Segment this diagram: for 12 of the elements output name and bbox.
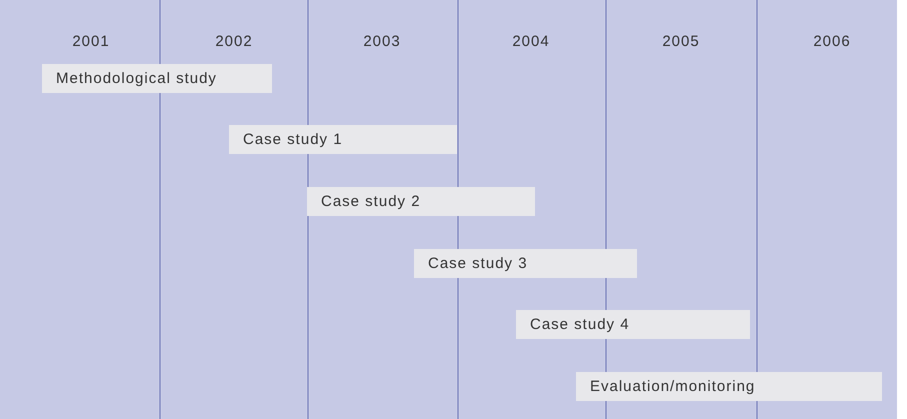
year-label: 2003 xyxy=(362,33,402,50)
year-label: 2006 xyxy=(812,33,852,50)
timeline-bar: Evaluation/monitoring xyxy=(576,372,882,401)
timeline-bar: Case study 4 xyxy=(516,310,750,339)
timeline-bar: Case study 3 xyxy=(414,249,637,278)
timeline-bar: Methodological study xyxy=(42,64,272,93)
timeline-bar: Case study 2 xyxy=(307,187,535,216)
year-label: 2004 xyxy=(511,33,551,50)
year-label: 2005 xyxy=(661,33,701,50)
year-label: 2001 xyxy=(71,33,111,50)
timeline-bar: Case study 1 xyxy=(229,125,457,154)
year-label: 2002 xyxy=(214,33,254,50)
